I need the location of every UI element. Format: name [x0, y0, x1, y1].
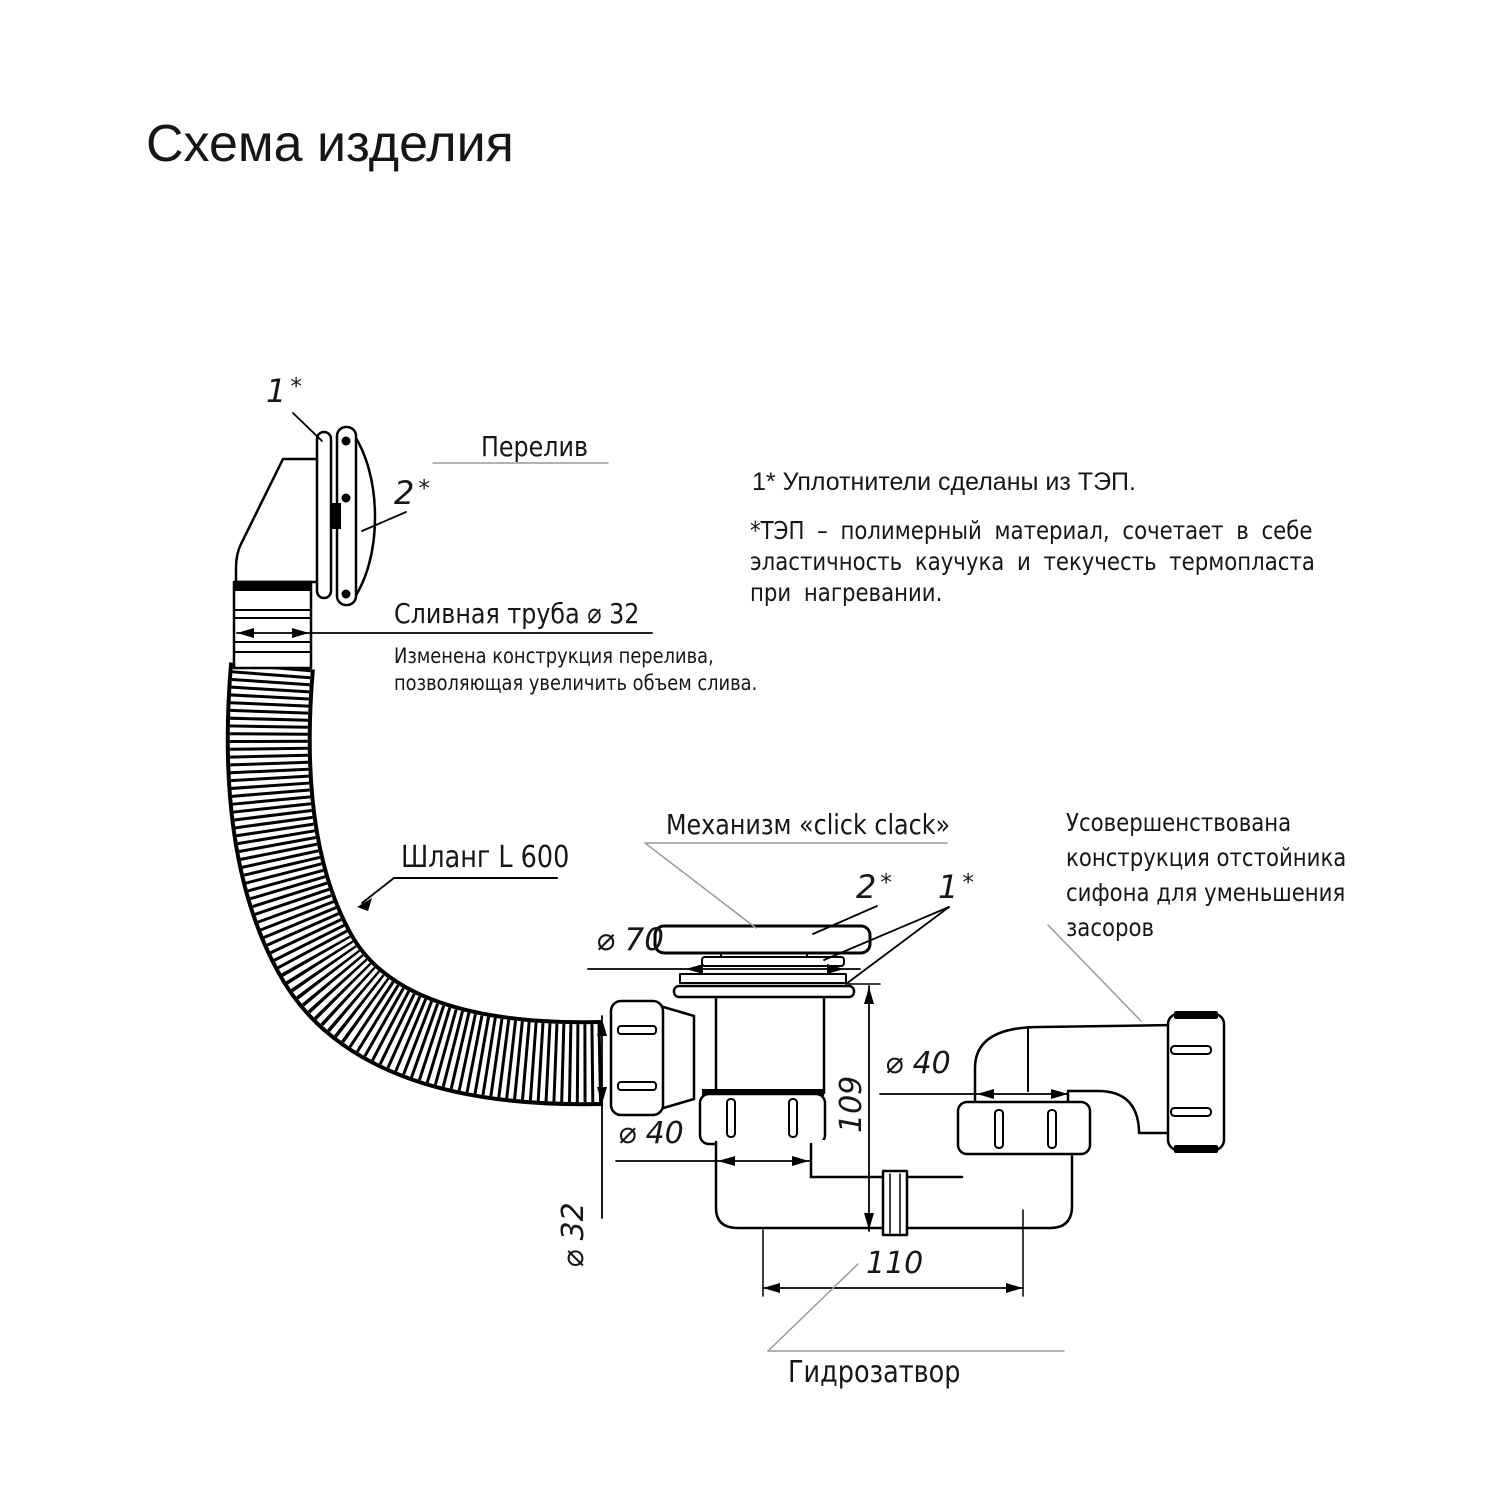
label-mechanism: Механизм «click clack»: [666, 808, 1000, 841]
note-tep-text1: *ТЭП – полимерный материал, сочетает в с…: [750, 516, 1313, 545]
label-drain-pipe-note2: позволяющая увеличить объем слива.: [394, 671, 821, 695]
dim-height: 109: [834, 1075, 869, 1133]
marker-number: 1: [266, 372, 287, 410]
corrugated-hose: [225, 662, 603, 1107]
drain-tee: [609, 994, 827, 1146]
click-clack-mechanism: [653, 924, 872, 999]
label-drain-pipe-note1-text: Изменена конструкция перелива,: [394, 644, 714, 668]
marker-number: 2: [394, 474, 415, 512]
overflow-assembly: [232, 425, 377, 670]
marker-2-drain: 2*: [856, 868, 892, 906]
hose-adapter: [658, 1004, 696, 1111]
note-tep-line1: *ТЭП – полимерный материал, сочетает в с…: [750, 516, 1412, 545]
note-tep-line2: эластичность каучука и текучесть термопл…: [750, 547, 1415, 576]
trap-inlet-nut: [956, 1100, 1092, 1156]
asterisk-icon: *: [880, 869, 892, 896]
note-siphon-line4: засоров: [1066, 913, 1170, 942]
click-clack-cap: [653, 924, 872, 955]
hose-nut: [609, 999, 665, 1117]
tee-body: [714, 994, 826, 1095]
label-trap-text: Гидрозатвор: [788, 1355, 961, 1390]
note-siphon-text1: Усовершенствована: [1066, 808, 1292, 837]
drain-flange: [672, 984, 856, 999]
note-siphon-line1: Усовершенствована: [1066, 808, 1331, 837]
tee-bottom-nut: [698, 1092, 827, 1146]
asterisk-icon: *: [290, 373, 302, 400]
overflow-pipe: [232, 580, 313, 670]
label-mechanism-text: Механизм «click clack»: [666, 808, 951, 841]
marker-1-overflow: 1*: [266, 372, 302, 410]
outlet-end-nut: [1166, 1011, 1226, 1153]
dim-outlet-diameter-right: ⌀ 40: [885, 1046, 951, 1081]
label-drain-pipe-note1: Изменена конструкция перелива,: [394, 644, 770, 668]
note-tep-text2: эластичность каучука и текучесть термопл…: [750, 547, 1315, 576]
note-tep-line3: при нагревании.: [750, 578, 976, 607]
dim-outlet-diameter-left: ⌀ 40: [618, 1116, 684, 1151]
overflow-funnel: [234, 457, 321, 584]
asterisk-icon: *: [418, 475, 430, 502]
leader-lines: [292, 412, 950, 985]
marker-1-drain: 1*: [938, 868, 974, 906]
leader-lines-gray: [432, 462, 1142, 1352]
note-siphon-line2: конструкция отстойника: [1066, 843, 1396, 872]
label-drain-pipe-note2-text: позволяющая увеличить объем слива.: [394, 671, 758, 695]
note-siphon-text2: конструкция отстойника: [1066, 843, 1347, 872]
note-siphon-text3: сифона для уменьшения: [1066, 878, 1346, 907]
asterisk-icon: *: [962, 869, 974, 896]
dimension-lines: [236, 628, 1069, 1297]
dim-cap-diameter: ⌀ 70: [596, 922, 664, 958]
label-drain-pipe: Сливная труба ⌀ 32: [394, 597, 683, 630]
label-drain-pipe-text: Сливная труба ⌀ 32: [394, 597, 640, 630]
page-title: Схема изделия: [146, 115, 514, 173]
note-seals: 1* Уплотнители сделаны из ТЭП.: [752, 468, 1136, 496]
dim-trap-width: 110: [866, 1246, 924, 1281]
label-trap: Гидрозатвор: [788, 1355, 991, 1390]
label-overflow: Перелив: [481, 430, 607, 463]
marker-2-overflow: 2*: [394, 474, 430, 512]
label-hose-text: Шланг L 600: [401, 840, 570, 875]
marker-number: 1: [938, 868, 959, 906]
label-overflow-text: Перелив: [481, 430, 589, 463]
note-siphon-text4: засоров: [1066, 913, 1155, 942]
note-tep-text3: при нагревании.: [750, 578, 943, 607]
label-hose: Шланг L 600: [401, 840, 599, 875]
dim-hose-diameter: ⌀ 32: [556, 1202, 591, 1268]
overflow-gasket-plate: [315, 430, 333, 600]
trap-drain-plug: [881, 1169, 909, 1237]
note-siphon-line3: сифона для уменьшения: [1066, 878, 1395, 907]
marker-number: 2: [856, 868, 877, 906]
tep-gasket: [701, 956, 845, 967]
